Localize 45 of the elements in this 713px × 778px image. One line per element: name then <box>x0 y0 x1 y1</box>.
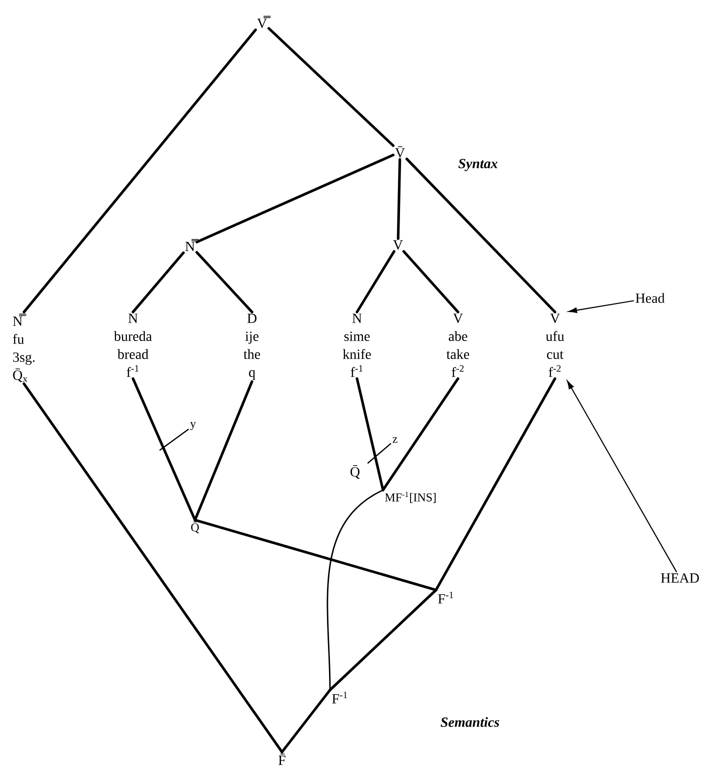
tree-label: Q̄ <box>191 522 200 534</box>
tree-label: F$^{-1}$ <box>332 692 348 704</box>
annotation-label: HEAD <box>660 573 699 583</box>
tree-branch <box>280 688 332 754</box>
tree-branch <box>267 27 395 147</box>
tree-label: Q̄ <box>350 465 360 479</box>
leader-line <box>159 428 189 451</box>
tree-branch <box>22 382 284 754</box>
tree-branch <box>326 489 384 691</box>
tree-branch <box>195 251 254 314</box>
tree-branch <box>396 158 402 240</box>
tree-branch <box>132 377 196 522</box>
tree-branch <box>434 377 556 592</box>
tree-column: N sime knife f$^{-1}$ <box>342 314 371 377</box>
section-label: Syntax <box>458 158 498 172</box>
tree-label: N̿ <box>185 238 199 252</box>
tree-branch <box>328 588 438 692</box>
tree-column: D ije the q <box>244 314 260 380</box>
arrow <box>568 300 634 313</box>
tree-label: F̄ <box>278 754 286 765</box>
tree-label: V <box>393 240 403 250</box>
tree-branch <box>194 518 438 592</box>
tree-column: N̿ fu 3sg. Q̄$_{x}$ <box>12 314 35 382</box>
section-label: Semantics <box>440 717 500 727</box>
tree-branch <box>22 28 257 314</box>
tree-branch <box>356 377 384 492</box>
tree-branch <box>402 250 460 314</box>
tree-label: y <box>190 422 196 430</box>
tree-label: z <box>392 437 398 443</box>
tree-column: N bureda bread f$^{-1}$ <box>114 314 152 377</box>
tree-branch <box>356 250 396 314</box>
leader-line <box>367 443 392 464</box>
tree-label: V̿ <box>257 16 271 28</box>
tree-column: V ufu cut f$^{-2}$ <box>546 314 564 377</box>
tree-branch <box>195 154 395 244</box>
tree-label: MF$^{-1}$[INS] <box>385 492 436 503</box>
tree-label: F$^{-1}$ <box>438 592 454 604</box>
tree-label: V̄ <box>395 146 405 158</box>
tree-branch <box>405 158 556 314</box>
tree-branch <box>382 377 460 492</box>
arrow <box>567 380 677 572</box>
tree-column: V abe take f$^{-2}$ <box>446 314 470 377</box>
tree-branch <box>194 380 254 522</box>
annotation-label: Head <box>636 293 665 303</box>
tree-branch <box>132 251 185 314</box>
